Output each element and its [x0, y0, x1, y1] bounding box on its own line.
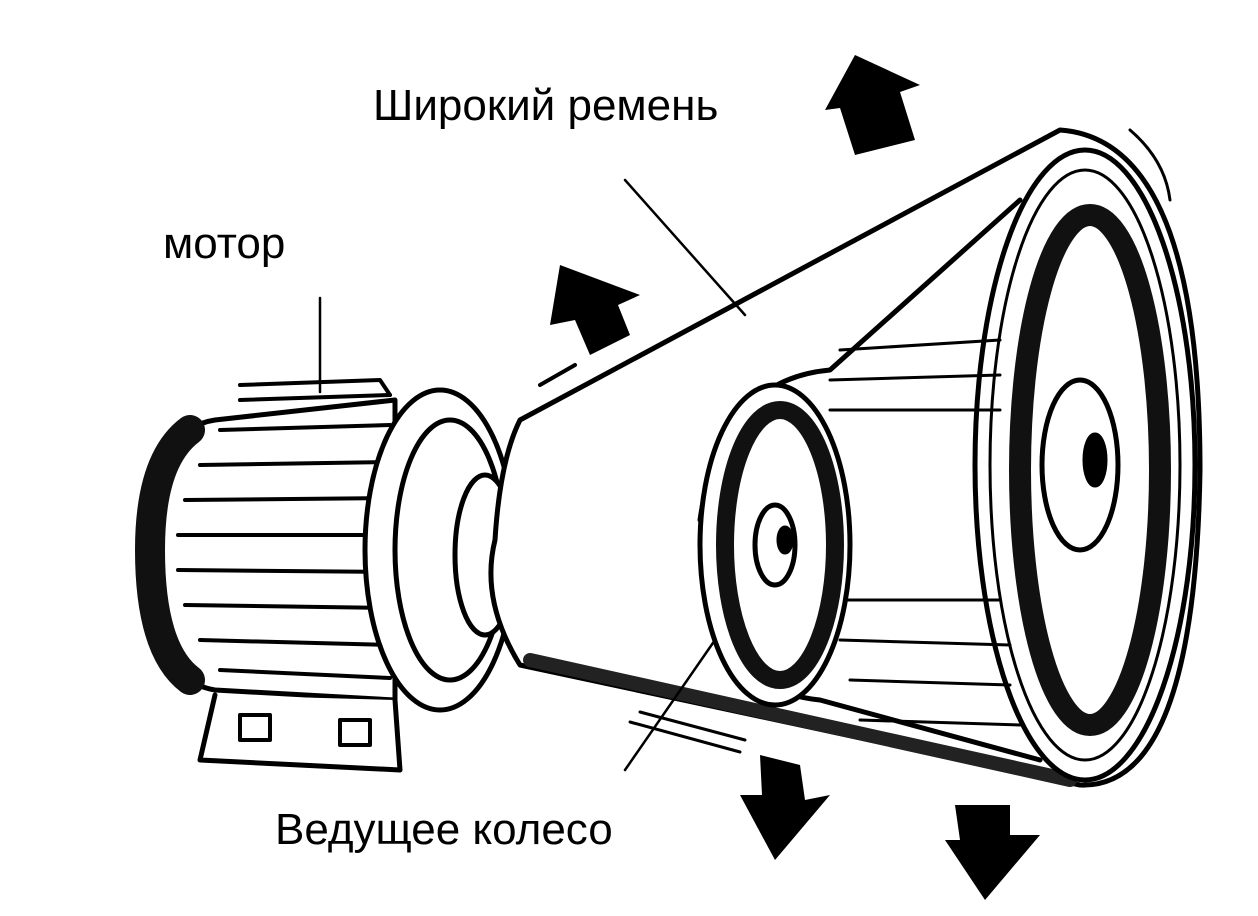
motor-label: мотор: [163, 219, 286, 268]
drive-wheel: [697, 382, 853, 708]
drive-wheel-leader-line: [623, 638, 717, 772]
belt-leader-line: [623, 178, 747, 317]
drive-wheel-label: Ведущее колесо: [275, 805, 613, 854]
motor: [135, 378, 518, 773]
arrow-up-icon: [550, 265, 640, 355]
arrow-down-icon: [945, 805, 1040, 900]
motor-cooling-fins: [176, 378, 392, 680]
belt-label: Широкий ремень: [373, 81, 719, 130]
arrow-down-icon: [740, 755, 830, 860]
pulley-grooves: [828, 338, 1022, 727]
driven-pulley: [828, 147, 1198, 783]
arrow-up-icon: [825, 55, 920, 155]
